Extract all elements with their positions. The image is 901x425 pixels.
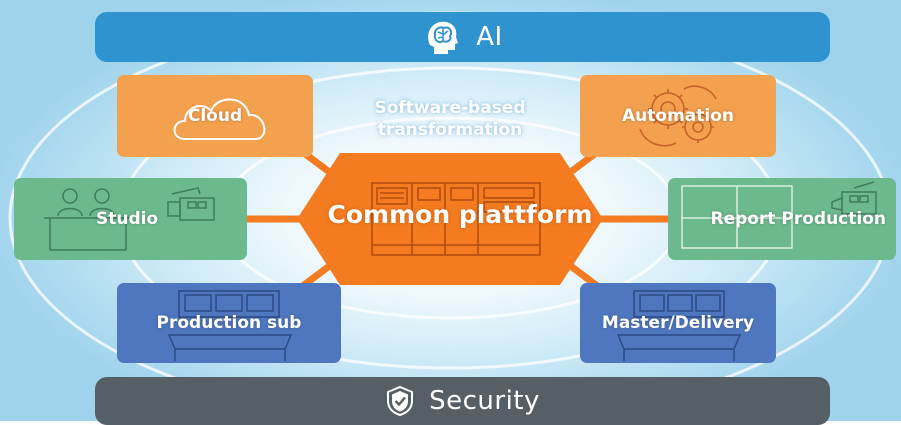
studio-camera-icon — [44, 187, 215, 251]
studio-box: Studio — [14, 178, 247, 260]
shield-check-icon — [387, 385, 414, 417]
production-sub-label: Production sub — [156, 313, 302, 333]
security-label: Security — [429, 386, 540, 416]
console-icon — [616, 290, 742, 361]
software-transformation-label: Software-based transformation — [342, 97, 558, 141]
report-production-label: Report Production — [710, 209, 886, 229]
ai-band: AI — [95, 12, 830, 62]
gears-icon — [639, 85, 717, 147]
master-delivery-box: Master/Delivery — [580, 283, 776, 363]
brain-head-icon — [428, 21, 459, 54]
common-platform-label: Common plattform — [327, 200, 593, 229]
camera-icon — [681, 181, 877, 249]
automation-label: Automation — [622, 106, 734, 126]
equipment-rack-icon — [371, 182, 541, 256]
automation-box: Automation — [580, 75, 776, 157]
cloud-icon — [173, 98, 266, 140]
subtitle-line-1: Software-based — [374, 98, 526, 118]
studio-label: Studio — [96, 209, 159, 229]
ai-label: AI — [476, 22, 503, 52]
report-production-box: Report Production — [668, 178, 896, 260]
cloud-box: Cloud — [117, 75, 313, 157]
subtitle-line-2: transformation — [377, 120, 523, 140]
production-sub-box: Production sub — [117, 283, 341, 363]
cloud-label: Cloud — [187, 106, 243, 126]
master-delivery-label: Master/Delivery — [601, 313, 755, 333]
console-icon — [167, 290, 293, 361]
security-band: Security — [95, 377, 830, 425]
